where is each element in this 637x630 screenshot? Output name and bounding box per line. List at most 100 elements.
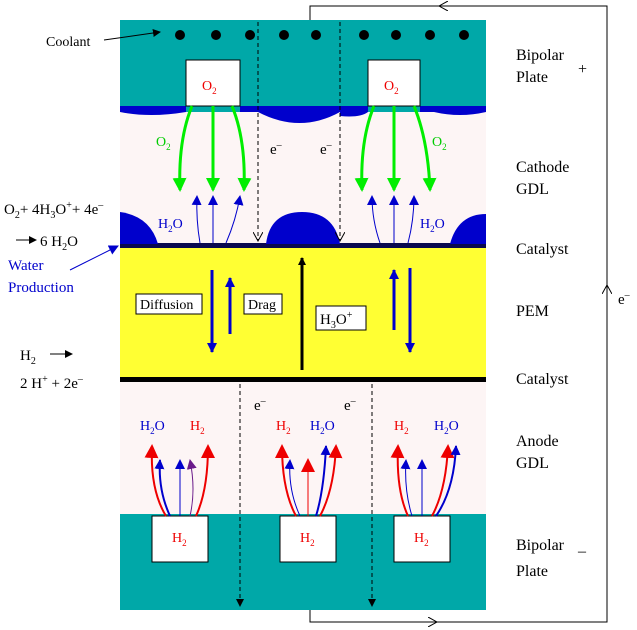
reaction-e-sup: – — [97, 200, 104, 211]
h2-box-label-center: H2 — [300, 531, 315, 548]
h2o-label-anode-right: H2O — [434, 419, 459, 436]
bipolar-top-label: Bipolar — [516, 47, 565, 64]
water-production-pointer — [69, 245, 119, 271]
electron-paths-top — [258, 22, 340, 240]
o2-arrow — [412, 105, 437, 192]
water-production-line1: Water — [8, 258, 43, 274]
h-letter: H — [276, 419, 286, 434]
e-sup: – — [624, 290, 631, 301]
e-sup: – — [260, 396, 267, 407]
o2-arrow — [230, 105, 252, 192]
reaction-4e: + 4e — [72, 202, 99, 218]
anode-e-sup: – — [77, 374, 84, 385]
reaction-sup-plus: + — [66, 200, 72, 211]
anode-2e: + 2e — [48, 376, 78, 392]
h2o-label-anode-center: H2O — [310, 419, 335, 436]
coolant-dot — [245, 30, 255, 40]
h-sub: 2 — [150, 426, 155, 436]
o2-channel-box-right — [367, 59, 421, 107]
catalyst-top-label: Catalyst — [516, 241, 569, 258]
coolant-dot — [311, 30, 321, 40]
cathode-reaction-line2: 6 H2O — [40, 234, 78, 253]
anode-arrows-center — [275, 444, 343, 517]
h2-label-anode-center: H2 — [276, 419, 291, 436]
reaction-o: O — [4, 202, 15, 218]
catalyst-line-bottom — [120, 377, 486, 382]
h-letter: H — [310, 419, 320, 434]
h2-channel-box-left — [151, 515, 209, 563]
anode-2h: 2 H — [20, 376, 42, 392]
h2-arrow — [144, 444, 167, 517]
o-letter: O — [336, 312, 347, 328]
h-sub: 2 — [320, 426, 325, 436]
anode-reaction-line2: 2 H+ + 2e– — [20, 374, 84, 392]
plate-top-label: Plate — [516, 69, 548, 86]
coolant-dot — [391, 30, 401, 40]
h2-arrow — [431, 444, 455, 517]
h2-arrow — [195, 444, 215, 517]
h-sub: 2 — [310, 538, 315, 548]
coolant-dot — [211, 30, 221, 40]
h-letter: H — [300, 531, 310, 546]
o2-channel-box-left — [185, 59, 241, 107]
water-production-line2: Production — [8, 280, 74, 296]
h2-arrow — [390, 444, 409, 517]
h-sub: 2 — [430, 224, 435, 234]
h2-arrow — [319, 444, 343, 517]
anode-reaction-line1: H2 — [20, 348, 36, 367]
drag-arrow — [186, 459, 197, 517]
anode-h: H — [20, 348, 31, 364]
o-letter: O — [325, 419, 335, 434]
h-letter: H — [320, 312, 331, 328]
o2-box-label-left: O2 — [202, 79, 217, 96]
o-letter: O — [156, 135, 166, 150]
plus-label: + — [578, 61, 587, 78]
cathode-reaction-line1: O2+ 4H3O++ 4e– — [4, 200, 104, 221]
e-letter: e — [254, 398, 261, 414]
electron-label-bottom-right: e– — [344, 396, 357, 414]
h2o-label-cathode-right: H2O — [420, 217, 445, 234]
h-letter: H — [394, 419, 404, 434]
h2-label-anode-right: H2 — [394, 419, 409, 436]
coolant-channels — [175, 30, 469, 40]
water-film — [120, 106, 186, 115]
h2-label-anode-left: H2 — [190, 419, 205, 436]
diffusion-label: Diffusion — [140, 298, 193, 313]
e-sup: – — [350, 396, 357, 407]
cathode-label: Cathode — [516, 159, 569, 176]
h-sub: 2 — [404, 426, 409, 436]
o2-arrows-left — [172, 105, 252, 192]
anode-gdl — [120, 382, 486, 514]
water-droplet — [266, 212, 340, 244]
h3o-label: H3O+ — [320, 310, 353, 331]
h-letter: H — [172, 531, 182, 546]
h2o-arrow — [315, 445, 331, 517]
coolant-dot — [459, 30, 469, 40]
o2-label-left: O2 — [156, 135, 171, 152]
h2o-arrow — [400, 459, 413, 517]
coolant-dot — [175, 30, 185, 40]
water-droplet — [450, 214, 486, 244]
o-letter: O — [432, 135, 442, 150]
coolant-dot — [359, 30, 369, 40]
o-sub: 2 — [394, 86, 399, 96]
pem-label: PEM — [516, 303, 549, 320]
o-letter: O — [173, 217, 183, 232]
h2-box-label-right: H2 — [414, 531, 429, 548]
h-sub: 3 — [331, 320, 336, 331]
e-letter: e — [270, 142, 277, 158]
h-sub: 2 — [200, 426, 205, 436]
water-droplets-top — [120, 106, 486, 123]
e-letter: e — [344, 398, 351, 414]
o2-arrow — [354, 105, 376, 192]
h-letter: H — [434, 419, 444, 434]
water-film — [240, 106, 368, 123]
reaction-o2: O — [55, 202, 66, 218]
coolant-dot — [279, 30, 289, 40]
electron-label-top-right: e– — [320, 140, 333, 158]
electron-label-top-left: e– — [270, 140, 283, 158]
catalyst-line-top — [120, 243, 486, 248]
h3o-box — [315, 305, 367, 331]
o2-box-label-right: O2 — [384, 79, 399, 96]
